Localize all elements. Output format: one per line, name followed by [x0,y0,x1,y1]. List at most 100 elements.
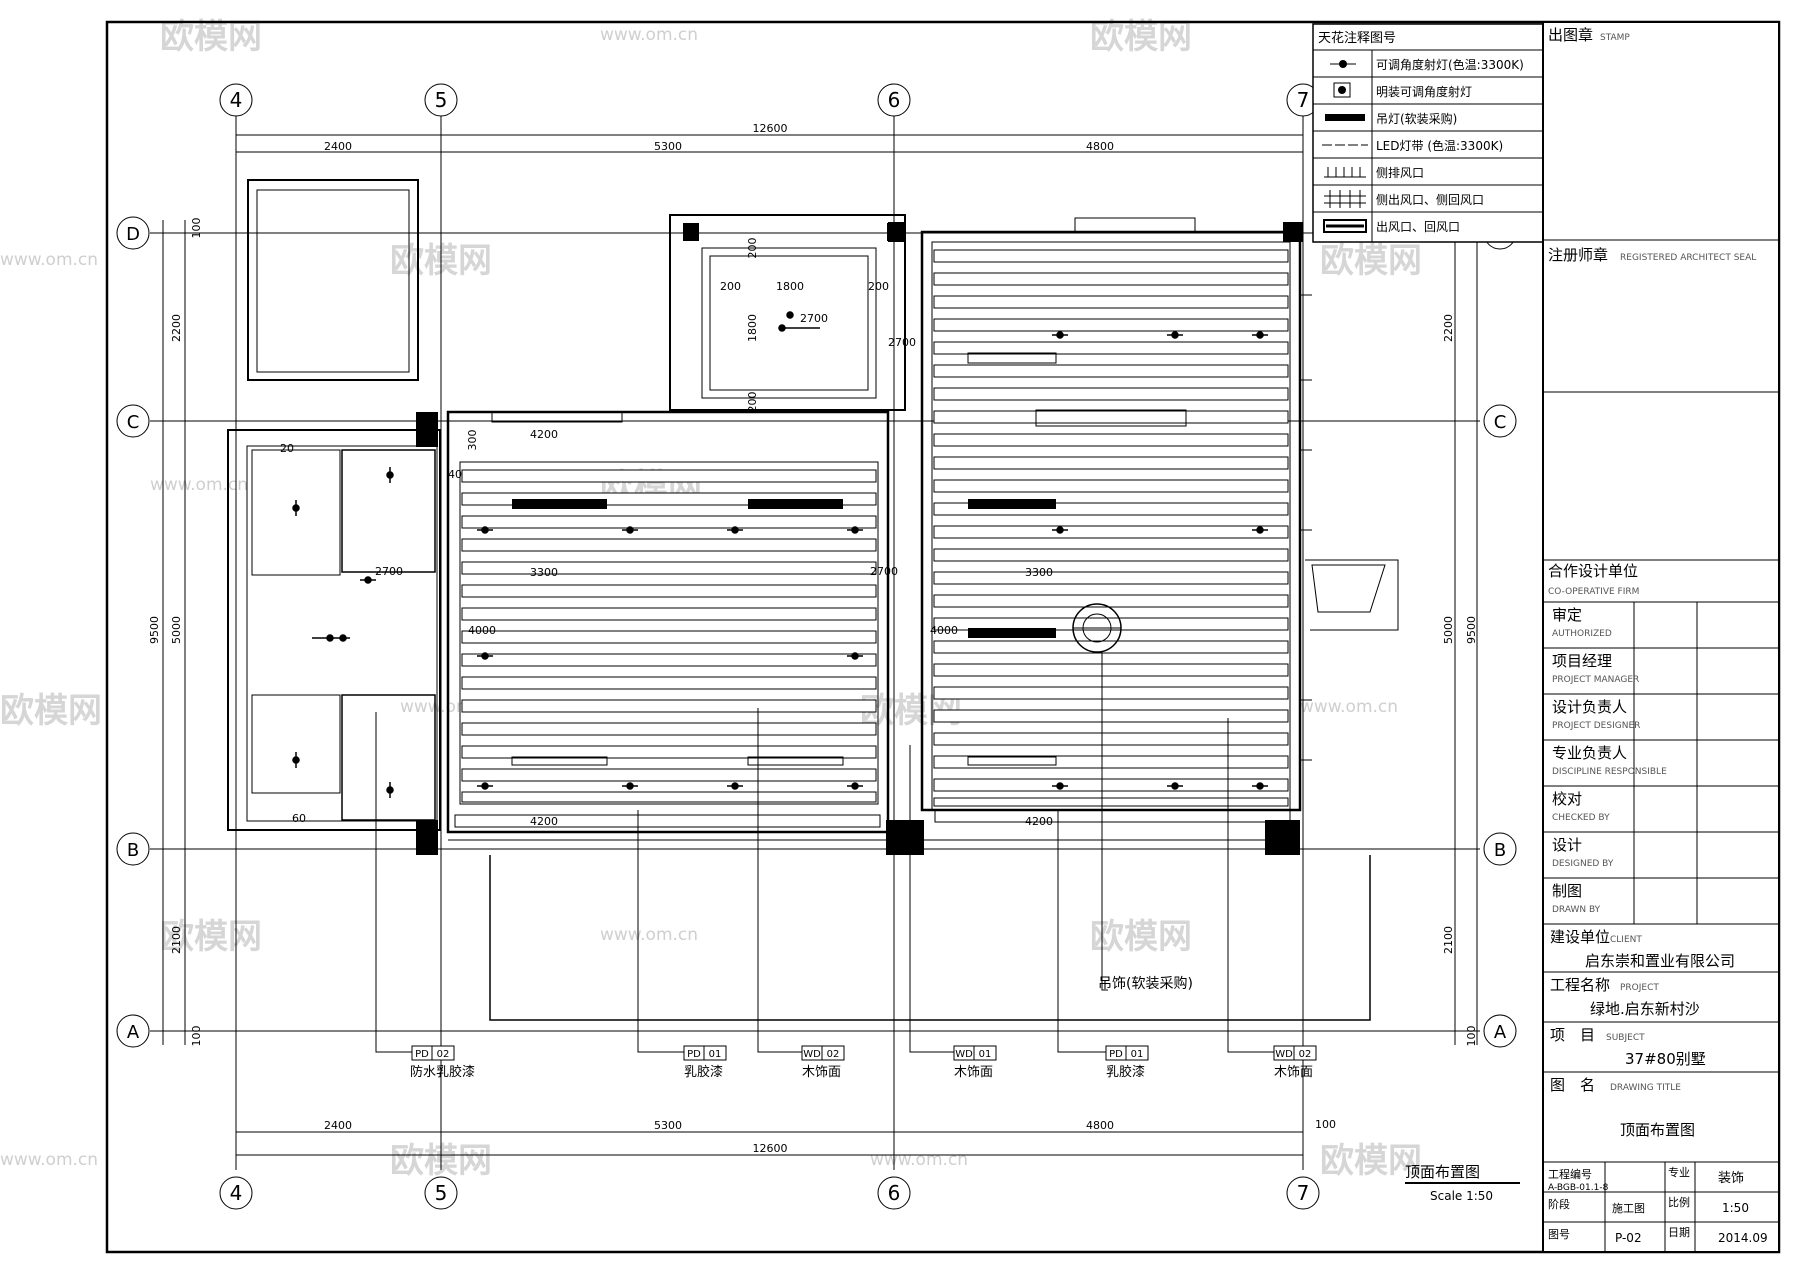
client-name: 启东崇和置业有限公司 [1585,952,1735,970]
item-en: SUBJECT [1606,1033,1645,1043]
sheet-value: P-02 [1615,1231,1642,1245]
svg-text:200: 200 [720,280,741,293]
svg-text:3300: 3300 [530,566,558,579]
ceiling-slats-middle [461,469,877,803]
plan-dimension-labels: 1800 1800 2700 2700 200 200 200 200 2700… [280,238,1053,829]
svg-text:02: 02 [827,1049,840,1060]
watermark-url: www.om.cn [600,25,698,45]
callout-leaders [375,652,1276,1053]
side-exhaust-vent-icon [1324,167,1366,178]
svg-text:4200: 4200 [1025,815,1053,828]
svg-text:20: 20 [280,442,294,455]
spotlight-icon [1052,782,1068,790]
dim-left-seg1: 100 [190,218,203,239]
coop-label: 合作设计单位 [1548,562,1638,580]
svg-text:B: B [1494,840,1506,861]
svg-text:60: 60 [292,812,306,825]
spotlight-icon [1252,782,1268,790]
watermark-url: www.om.cn [870,1150,968,1170]
grid-bubble-a-right: A [1483,1014,1517,1048]
adjustable-spotlight-icon [1330,60,1356,68]
item-name: 37#80别墅 [1625,1050,1706,1068]
drawing-label: 图 名 [1550,1076,1595,1094]
floor-plan [227,179,1399,1021]
spotlight-icon [1167,782,1183,790]
svg-text:01: 01 [1131,1049,1144,1060]
svg-text:PD: PD [415,1049,429,1060]
svg-text:WD: WD [955,1049,973,1060]
reg-label: 注册师章 [1548,246,1608,264]
role-label: 设计 [1552,836,1582,854]
svg-text:C: C [127,412,140,433]
svg-text:1800: 1800 [776,280,804,293]
spotlight-icon [622,526,638,534]
svg-text:200: 200 [868,280,889,293]
svg-text:4000: 4000 [930,624,958,637]
spotlight-icon [292,500,300,516]
material-callouts: PD 02 防水乳胶漆 PD 01 乳胶漆 WD 02 木饰面 WD 01 木饰… [410,976,1317,1080]
callout-pd02: PD 02 防水乳胶漆 [410,1045,475,1080]
svg-text:01: 01 [979,1049,992,1060]
role-en: DISCIPLINE RESPONSIBLE [1552,767,1667,777]
coop-en: CO-OPERATIVE FIRM [1548,587,1639,597]
spotlight-icon [386,782,394,798]
spotlight-icon [1252,526,1268,534]
spotlight-icon [1252,331,1268,339]
svg-text:C: C [1494,412,1507,433]
grid-bubble-4: 4 [219,83,253,117]
drawing-en: DRAWING TITLE [1610,1083,1681,1093]
svg-text:4200: 4200 [530,428,558,441]
stage-label: 阶段 [1548,1197,1570,1211]
room-left [227,429,441,831]
dim-bottom-seg1: 2400 [324,1119,352,1132]
dim-right-seg2: 2200 [1442,314,1455,342]
legend-item-label: LED灯带 (色温:3300K) [1376,139,1503,153]
dim-left-total: 9500 [148,616,161,644]
svg-text:3300: 3300 [1025,566,1053,579]
svg-text:1800: 1800 [746,314,759,342]
grid-bubble-b-right: B [1483,832,1517,866]
date-label: 日期 [1668,1226,1690,1239]
project-label: 工程名称 [1550,976,1610,994]
stamp-en: STAMP [1600,33,1630,43]
svg-text:7: 7 [1297,1181,1310,1205]
client-label: 建设单位 [1550,928,1610,946]
light-fixtures [292,311,1268,798]
svg-text:木饰面: 木饰面 [1274,1065,1313,1080]
callout-wd02-b: WD 02 木饰面 [1273,1045,1317,1080]
project-name: 绿地.启东新村沙 [1590,1000,1700,1018]
spotlight-icon [292,752,300,768]
svg-text:01: 01 [709,1049,722,1060]
dimension-left [162,220,186,1045]
spotlight-icon [1052,331,1068,339]
stamp-label: 出图章 [1548,26,1593,44]
spotlight-icon [847,526,863,534]
drawing-name: 顶面布置图 [1620,1121,1695,1139]
scale-label: 比例 [1668,1195,1690,1209]
svg-text:6: 6 [888,1181,901,1205]
role-label: 审定 [1552,606,1582,624]
discipline-label: 专业 [1668,1165,1690,1179]
grid-bubble-c-right: C [1483,404,1517,438]
project-en: PROJECT [1620,983,1659,993]
spotlight-icon [778,311,820,332]
dimension-right [1454,220,1478,1045]
watermark-url: www.om.cn [0,250,98,270]
legend-item-label: 侧排风口 [1376,166,1424,180]
ceiling-beams [491,352,1187,766]
item-label: 项 目 [1550,1026,1595,1044]
legend-item-label: 明装可调角度射灯 [1376,84,1472,99]
dim-right-seg3: 2100 [1442,926,1455,954]
dim-top-seg2: 5300 [654,140,682,153]
svg-text:4000: 4000 [468,624,496,637]
legend-table: 天花注释图号 可调角度射灯(色温:3300K) 明装可调角度射灯 吊灯(软装采购… [1312,23,1544,243]
dim-top-seg1: 2400 [324,140,352,153]
grid-bubble-6: 6 [877,83,911,117]
scale-value: 1:50 [1722,1201,1749,1215]
row1-value: A-BGB-01.1-8 [1548,1183,1609,1193]
svg-text:02: 02 [437,1049,450,1060]
side-supply-vent-icon [1324,190,1366,208]
legend-title: 天花注释图号 [1318,30,1396,46]
grid-bubble-5: 5 [424,83,458,117]
svg-text:防水乳胶漆: 防水乳胶漆 [410,1064,475,1080]
